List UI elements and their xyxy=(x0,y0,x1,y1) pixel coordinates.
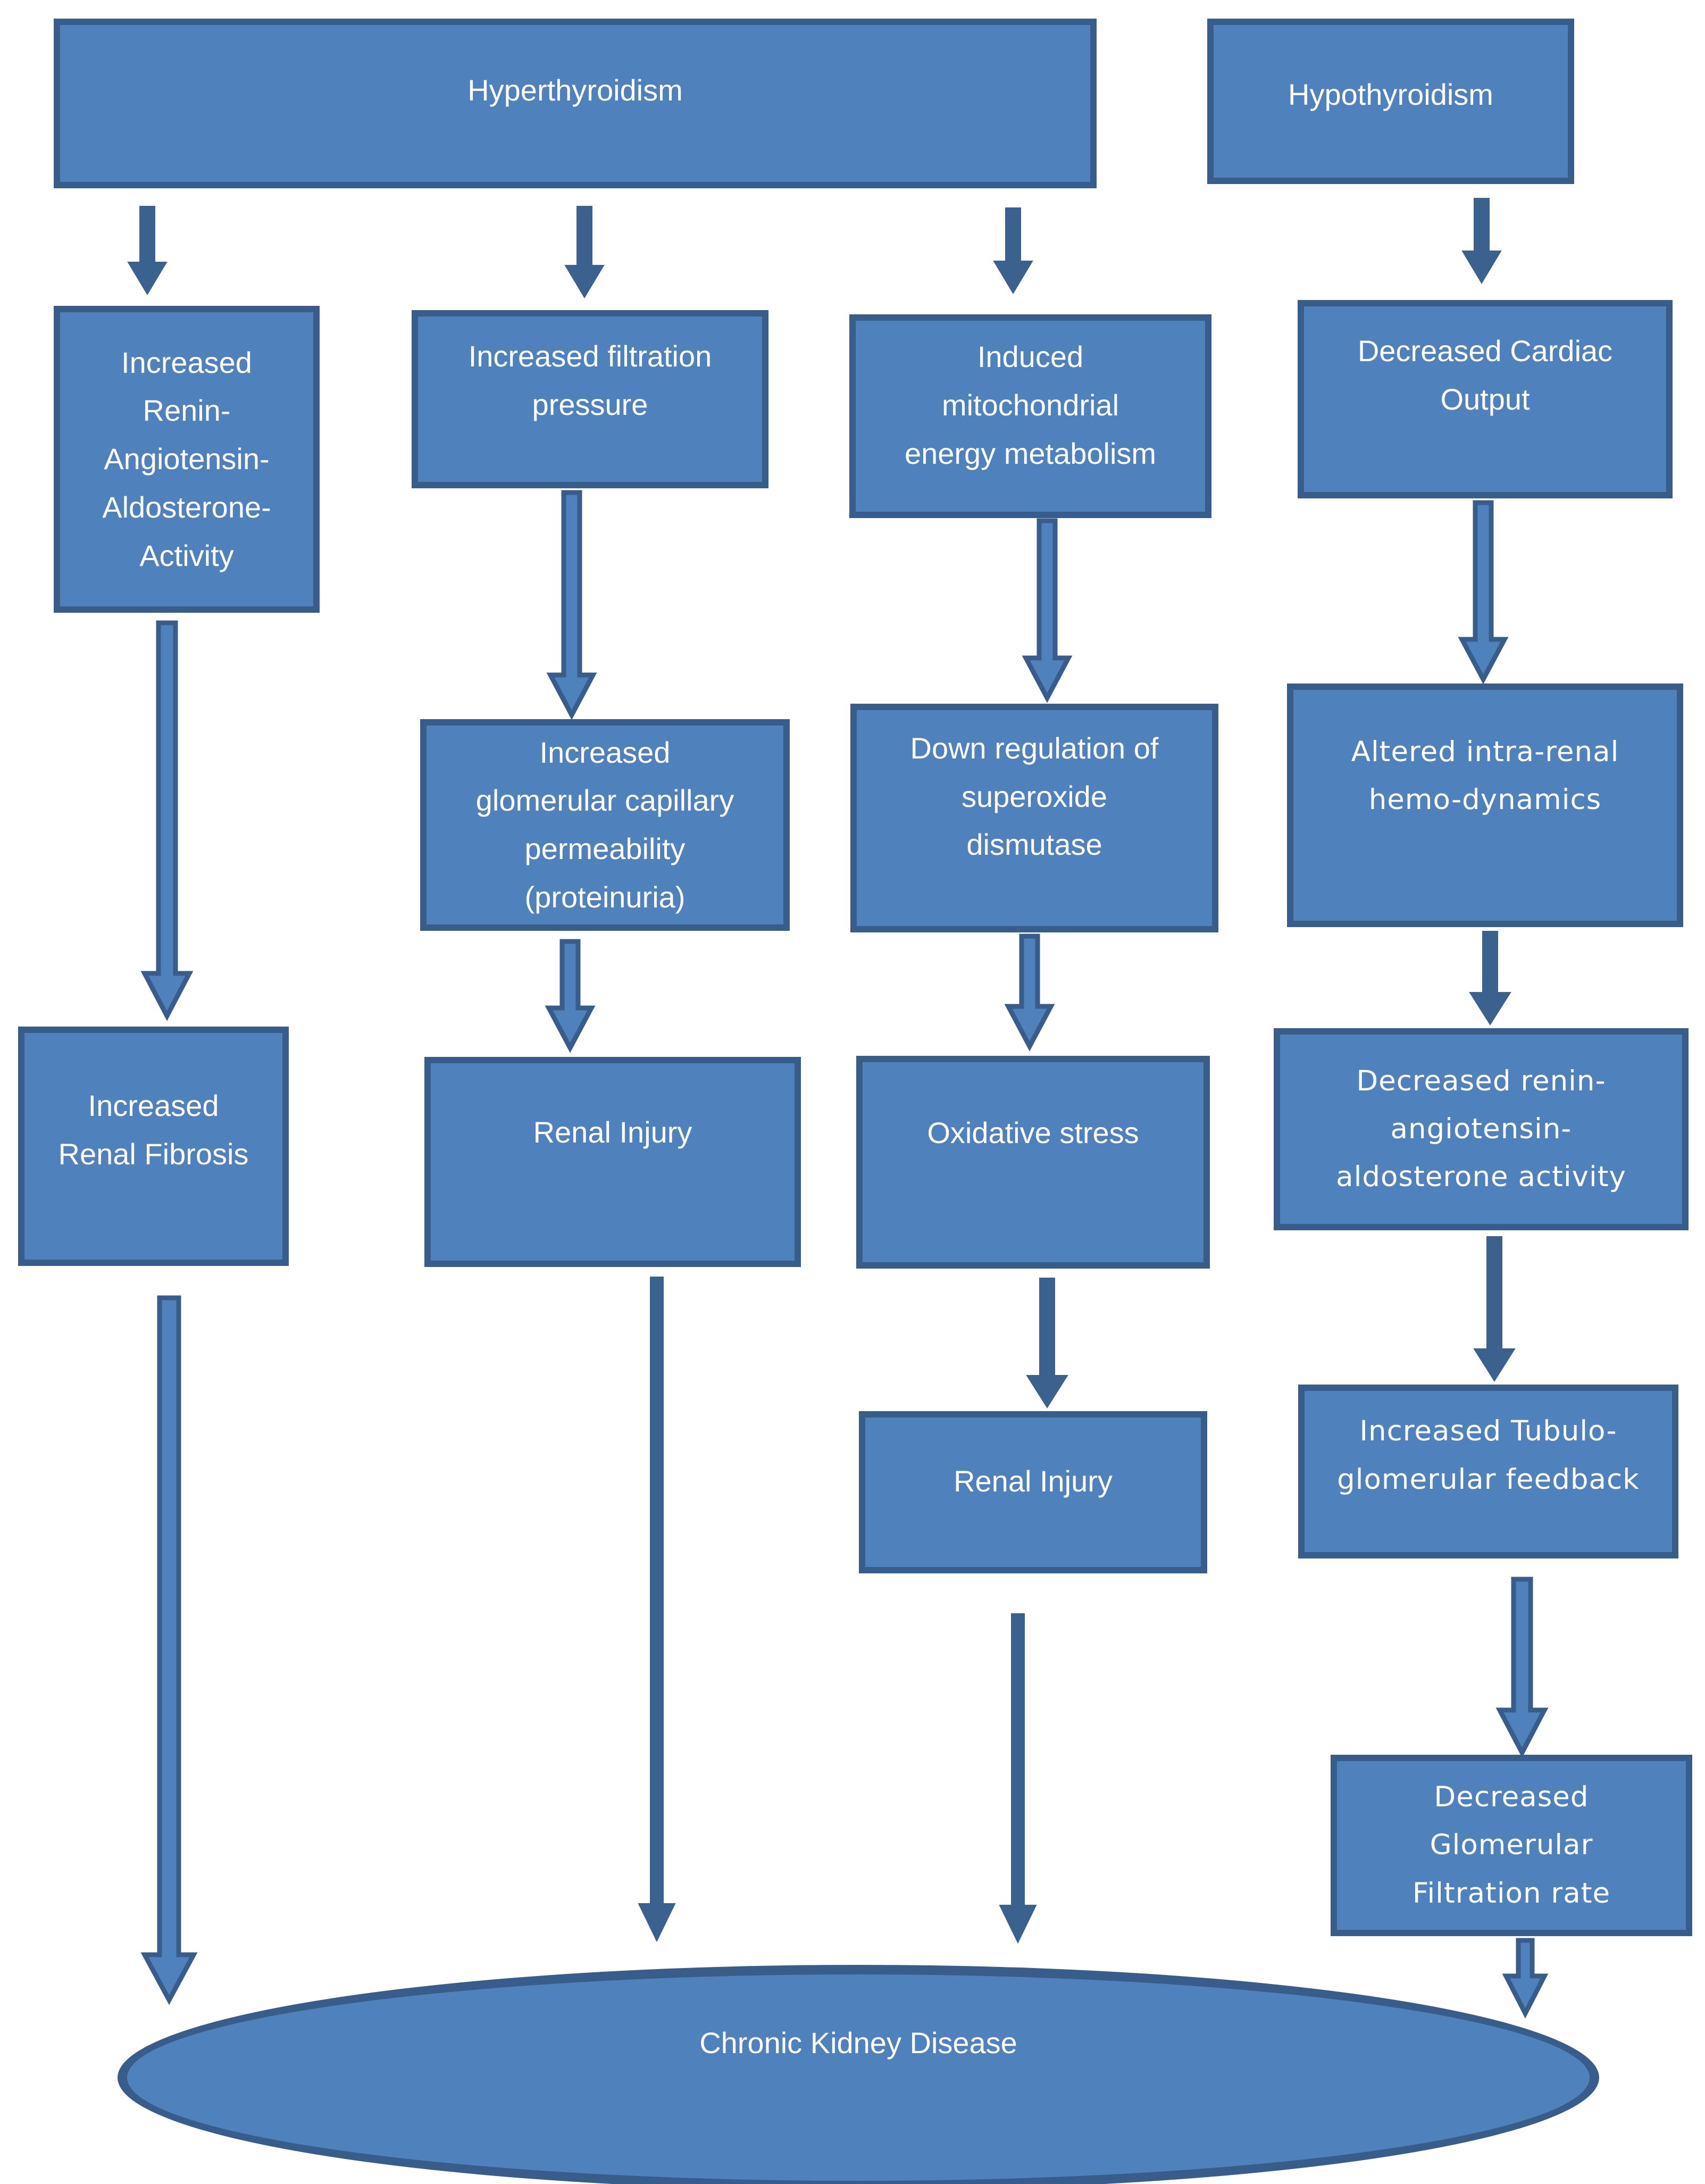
node-mitochondrial-metabolism: Induced mitochondrial energy metabolism xyxy=(849,314,1211,518)
node-intrarenal-hemodynamics: Altered intra-renal hemo-dynamics xyxy=(1287,683,1683,927)
arrow-oxidative-stress-to-renal-injury-2 xyxy=(1026,1278,1068,1408)
node-tubuloglomerular-feedback-label: Increased Tubulo- glomerular feedback xyxy=(1337,1415,1640,1496)
arrow-raas-decreased-to-tubuloglomerular-feedback xyxy=(1473,1236,1516,1382)
node-raas-increased: Increased Renin- Angiotensin- Aldosteron… xyxy=(54,306,320,613)
node-gfr-decreased: Decreased Glomerular Filtration rate xyxy=(1331,1755,1692,1936)
arrow-hyperthyroidism-to-filtration-pressure xyxy=(564,206,605,298)
node-tubuloglomerular-feedback: Increased Tubulo- glomerular feedback xyxy=(1298,1385,1678,1558)
node-renal-injury-1-label: Renal Injury xyxy=(533,1115,692,1149)
node-renal-fibrosis: Increased Renal Fibrosis xyxy=(18,1027,289,1266)
node-sod-downregulation-label: Down regulation of superoxide dismutase xyxy=(910,731,1159,862)
arrow-mitochondrial-metabolism-to-sod-downregulation xyxy=(1022,518,1073,703)
node-raas-increased-label: Increased Renin- Angiotensin- Aldosteron… xyxy=(102,345,271,572)
node-renal-fibrosis-label: Increased Renal Fibrosis xyxy=(58,1089,249,1171)
node-raas-decreased-label: Decreased renin- angiotensin- aldosteron… xyxy=(1336,1064,1626,1194)
node-intrarenal-hemodynamics-label: Altered intra-renal hemo-dynamics xyxy=(1351,735,1619,816)
arrow-renal-injury-2-to-ckd xyxy=(999,1613,1037,1944)
node-oxidative-stress-label: Oxidative stress xyxy=(927,1115,1139,1149)
node-cardiac-output: Decreased Cardiac Output xyxy=(1298,300,1673,498)
arrow-hyperthyroidism-to-raas-increased xyxy=(127,206,168,295)
arrow-renal-fibrosis-to-ckd xyxy=(140,1295,198,2005)
arrow-tubuloglomerular-feedback-to-gfr-decreased xyxy=(1495,1577,1549,1758)
node-ckd-terminal: Chronic Kidney Disease xyxy=(118,1965,1599,2184)
node-renal-injury-2: Renal Injury xyxy=(859,1411,1207,1573)
node-hypothyroidism-label: Hypothyroidism xyxy=(1288,77,1493,111)
arrow-hypothyroidism-to-cardiac-output xyxy=(1461,198,1502,284)
arrow-raas-increased-to-renal-fibrosis xyxy=(140,620,194,1021)
node-filtration-pressure-label: Increased filtration pressure xyxy=(468,339,712,421)
node-cardiac-output-label: Decreased Cardiac Output xyxy=(1357,334,1613,416)
node-sod-downregulation: Down regulation of superoxide dismutase xyxy=(850,704,1218,932)
node-hyperthyroidism: Hyperthyroidism xyxy=(54,19,1097,188)
arrow-hyperthyroidism-to-mitochondrial-metabolism xyxy=(993,207,1033,294)
node-oxidative-stress: Oxidative stress xyxy=(856,1056,1210,1269)
node-filtration-pressure: Increased filtration pressure xyxy=(412,310,768,488)
arrow-cardiac-output-to-intrarenal-hemodynamics xyxy=(1458,500,1509,685)
arrow-renal-injury-1-to-ckd xyxy=(638,1277,676,1943)
node-glomerular-permeability-label: Increased glomerular capillary permeabil… xyxy=(475,735,734,914)
arrow-sod-downregulation-to-oxidative-stress xyxy=(1004,933,1055,1052)
node-gfr-decreased-label: Decreased Glomerular Filtration rate xyxy=(1412,1781,1611,1910)
node-glomerular-permeability: Increased glomerular capillary permeabil… xyxy=(420,719,790,931)
node-hypothyroidism: Hypothyroidism xyxy=(1207,19,1574,184)
node-mitochondrial-metabolism-label: Induced mitochondrial energy metabolism xyxy=(904,340,1157,470)
arrow-gfr-decreased-to-ckd xyxy=(1502,1938,1549,2019)
node-renal-injury-1: Renal Injury xyxy=(424,1057,801,1267)
arrow-filtration-pressure-to-glomerular-permeability xyxy=(546,490,597,720)
node-hyperthyroidism-label: Hyperthyroidism xyxy=(467,73,683,107)
node-renal-injury-2-label: Renal Injury xyxy=(954,1464,1113,1498)
node-ckd-terminal-label: Chronic Kidney Disease xyxy=(699,2025,1017,2060)
arrow-intrarenal-hemodynamics-to-raas-decreased xyxy=(1469,931,1511,1026)
node-raas-decreased: Decreased renin- angiotensin- aldosteron… xyxy=(1274,1028,1689,1230)
arrow-glomerular-permeability-to-renal-injury-1 xyxy=(545,939,596,1053)
